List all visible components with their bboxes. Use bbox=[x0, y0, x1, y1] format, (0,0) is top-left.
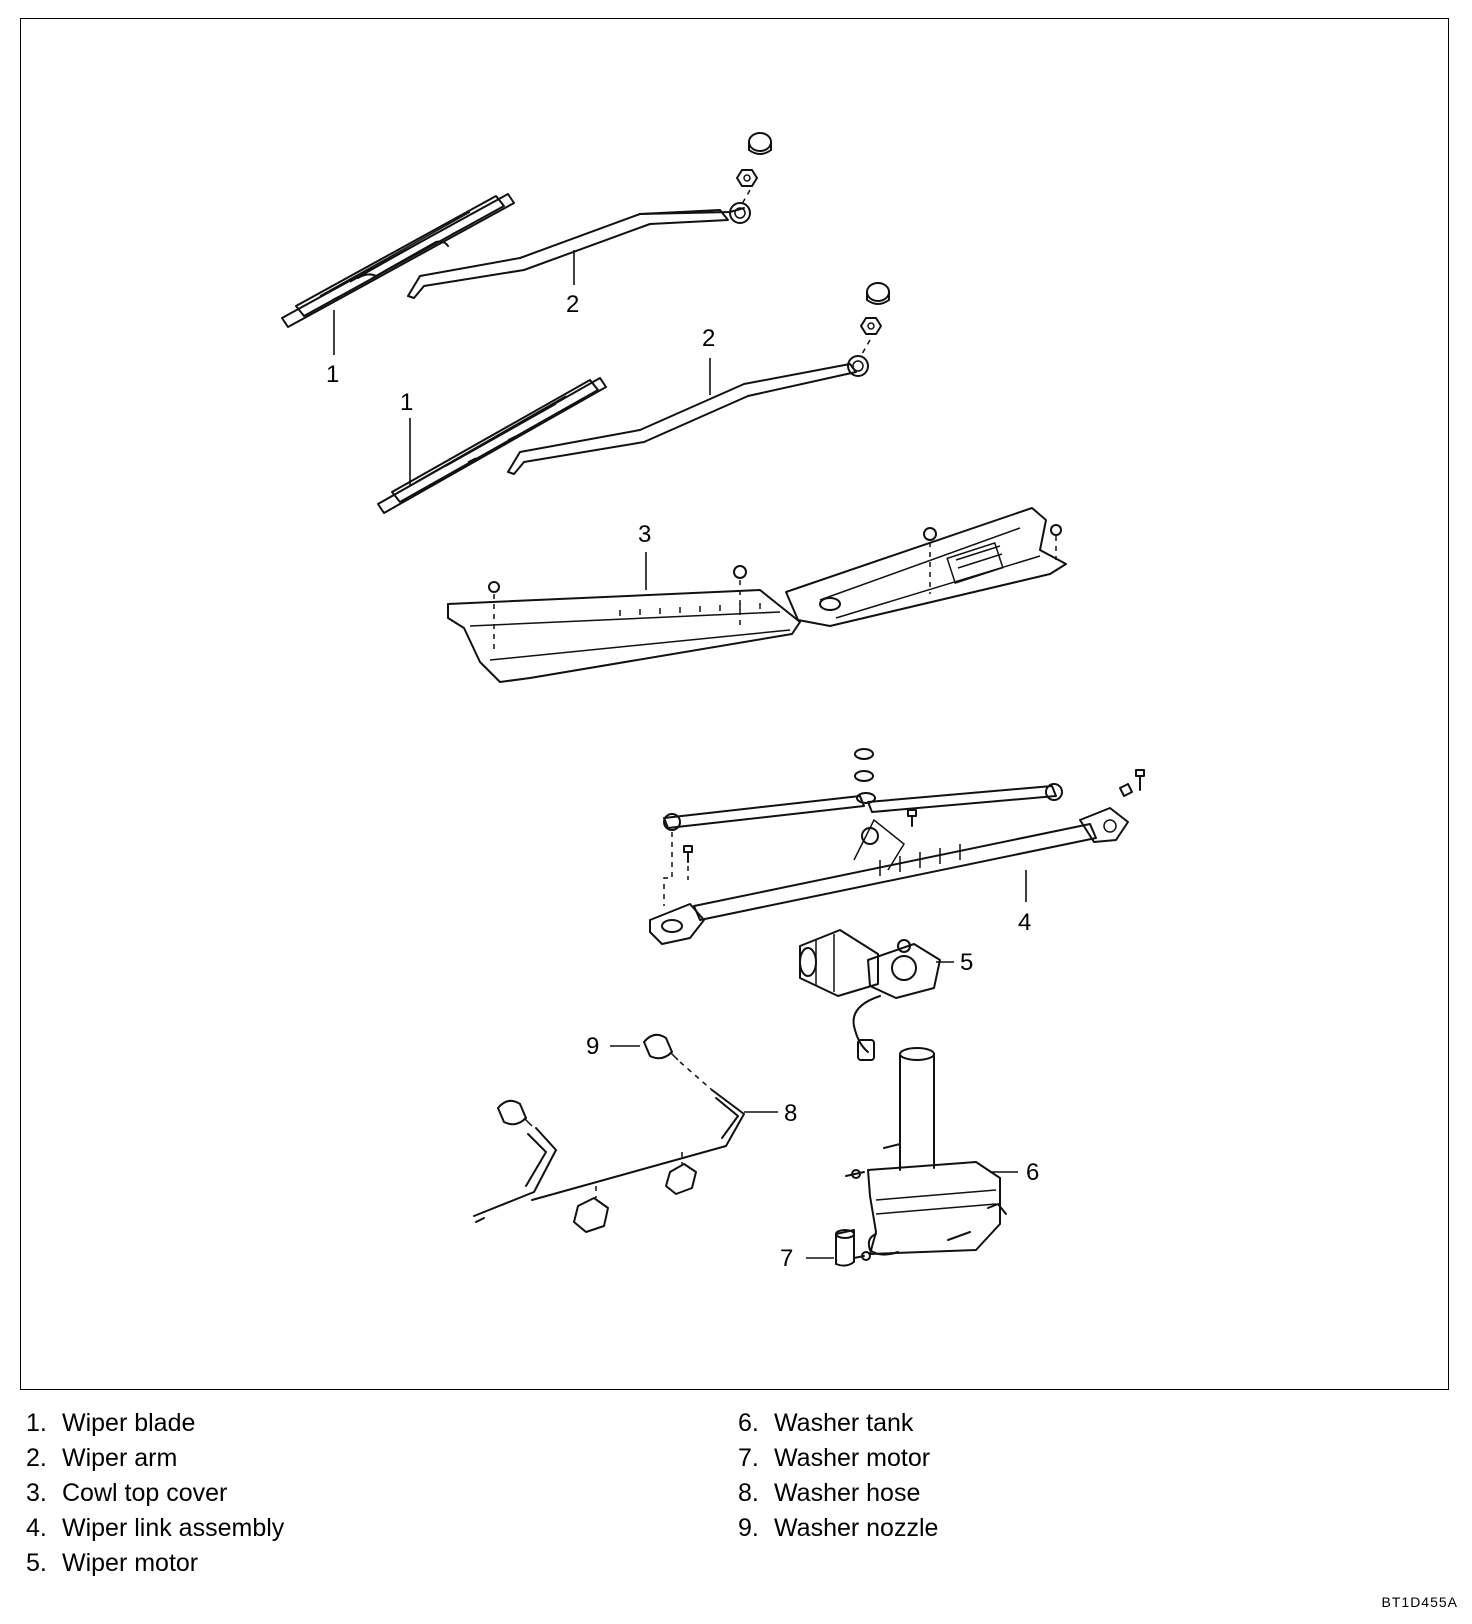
legend-number: 2. bbox=[26, 1444, 47, 1472]
arm-nut-upper bbox=[736, 169, 758, 187]
arm-nut-lower bbox=[860, 317, 882, 335]
arm-cap-upper bbox=[748, 132, 772, 155]
legend-number: 7. bbox=[738, 1444, 759, 1472]
legend-number: 9. bbox=[738, 1514, 759, 1542]
callout-arm-upper: 2 bbox=[566, 291, 579, 318]
callout-motor: 5 bbox=[960, 949, 973, 976]
washer-nozzle-right bbox=[643, 1033, 679, 1061]
callout-link: 4 bbox=[1018, 909, 1031, 936]
callout-blade-lower: 1 bbox=[400, 389, 413, 416]
cowl-top-cover-left bbox=[447, 565, 801, 683]
wiper-arm-upper bbox=[407, 202, 751, 299]
legend-number: 5. bbox=[26, 1549, 47, 1577]
legend-label: Cowl top cover bbox=[62, 1479, 228, 1507]
washer-motor bbox=[835, 1229, 871, 1267]
legend-item: 7. Washer motor bbox=[738, 1441, 938, 1476]
callout-arm-lower: 2 bbox=[702, 325, 715, 352]
legend-label: Wiper link assembly bbox=[62, 1514, 285, 1542]
arm-cap-lower bbox=[866, 282, 890, 305]
legend-number: 6. bbox=[738, 1409, 759, 1437]
legend-number: 3. bbox=[26, 1479, 47, 1507]
callout-cowl: 3 bbox=[638, 521, 651, 548]
legend-item: 1. Wiper blade bbox=[26, 1406, 284, 1441]
legend-item: 9. Washer nozzle bbox=[738, 1511, 938, 1546]
legend-left: 1. Wiper blade 2. Wiper arm 3. Cowl top cov… bbox=[26, 1406, 284, 1581]
wiper-motor bbox=[799, 929, 941, 1061]
legend-label: Wiper motor bbox=[62, 1549, 199, 1577]
washer-hose bbox=[473, 1061, 745, 1233]
legend-item: 3. Cowl top cover bbox=[26, 1476, 284, 1511]
callout-blade-upper: 1 bbox=[326, 361, 339, 388]
legend-item: 6. Washer tank bbox=[738, 1406, 938, 1441]
legend-label: Washer hose bbox=[774, 1479, 921, 1507]
legend-label: Wiper arm bbox=[62, 1444, 178, 1472]
legend-label: Washer motor bbox=[774, 1444, 931, 1472]
figure-code: BT1D455A bbox=[1381, 1594, 1458, 1610]
cowl-top-cover-right bbox=[785, 507, 1067, 627]
legend-label: Wiper blade bbox=[62, 1409, 196, 1437]
wiper-blade-lower bbox=[377, 377, 607, 514]
figure-frame bbox=[20, 18, 1449, 1390]
legend-number: 8. bbox=[738, 1479, 759, 1507]
wiper-arm-lower bbox=[507, 355, 869, 475]
callout-hose: 8 bbox=[784, 1100, 797, 1127]
legend-item: 2. Wiper arm bbox=[26, 1441, 284, 1476]
legend-item: 8. Washer hose bbox=[738, 1476, 938, 1511]
washer-tank bbox=[845, 1047, 1007, 1256]
wiper-blade-upper bbox=[281, 193, 515, 328]
wiper-link-assembly bbox=[649, 783, 1129, 945]
legend-item: 4. Wiper link assembly bbox=[26, 1511, 284, 1546]
callout-washer-motor: 7 bbox=[780, 1245, 793, 1272]
legend-right: 6. Washer tank 7. Washer motor 8. Washer ho… bbox=[738, 1406, 938, 1546]
legend-label: Washer nozzle bbox=[774, 1514, 939, 1542]
exploded-diagram: 1 2 2 1 bbox=[281, 132, 1145, 1272]
washer-nozzle-left bbox=[497, 1099, 533, 1127]
legend-number: 1. bbox=[26, 1409, 47, 1437]
legend-label: Washer tank bbox=[774, 1409, 914, 1437]
legend-number: 4. bbox=[26, 1514, 47, 1542]
link-washers bbox=[854, 748, 876, 804]
callout-tank: 6 bbox=[1026, 1159, 1039, 1186]
link-bolts bbox=[683, 769, 1145, 863]
legend-item: 5. Wiper motor bbox=[26, 1546, 284, 1581]
callout-nozzle: 9 bbox=[586, 1033, 599, 1060]
